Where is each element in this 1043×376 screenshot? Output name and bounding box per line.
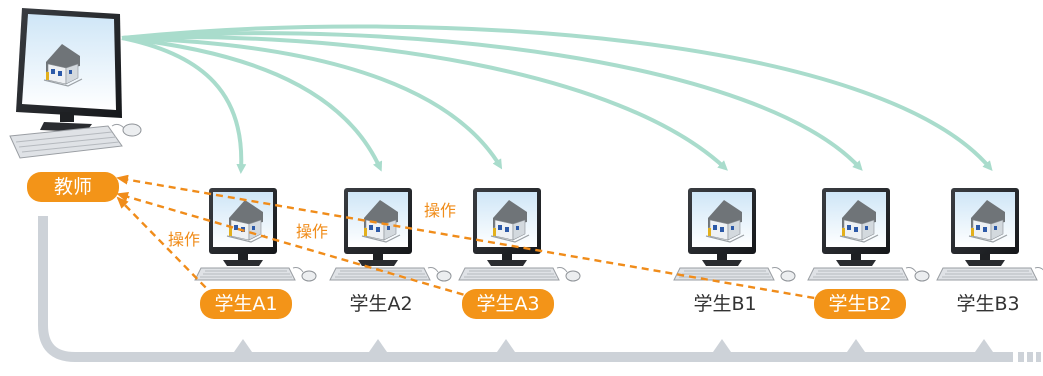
student-a3-computer bbox=[459, 188, 580, 281]
teacher-label: 教师 bbox=[27, 172, 119, 202]
student-label-a3: 学生A3 bbox=[462, 289, 554, 319]
student-label-b3: 学生B3 bbox=[956, 293, 1020, 315]
student-label-a2: 学生A2 bbox=[349, 293, 413, 315]
operation-label-a3: 操作 bbox=[296, 222, 329, 241]
student-b3-computer bbox=[937, 188, 1043, 281]
student-label-b2: 学生B2 bbox=[814, 289, 906, 319]
student-label-a1: 学生A1 bbox=[200, 289, 292, 319]
operation-arrows bbox=[116, 174, 827, 302]
broadcast-arrows bbox=[121, 24, 993, 174]
student-b1-computer bbox=[674, 188, 795, 281]
operation-label-b2: 操作 bbox=[424, 201, 457, 220]
student-label-b1: 学生B1 bbox=[693, 293, 757, 315]
teacher-computer bbox=[9, 8, 142, 159]
operation-label-a1: 操作 bbox=[168, 230, 201, 249]
student-b2-computer bbox=[808, 188, 929, 281]
network-bus bbox=[38, 216, 1041, 362]
